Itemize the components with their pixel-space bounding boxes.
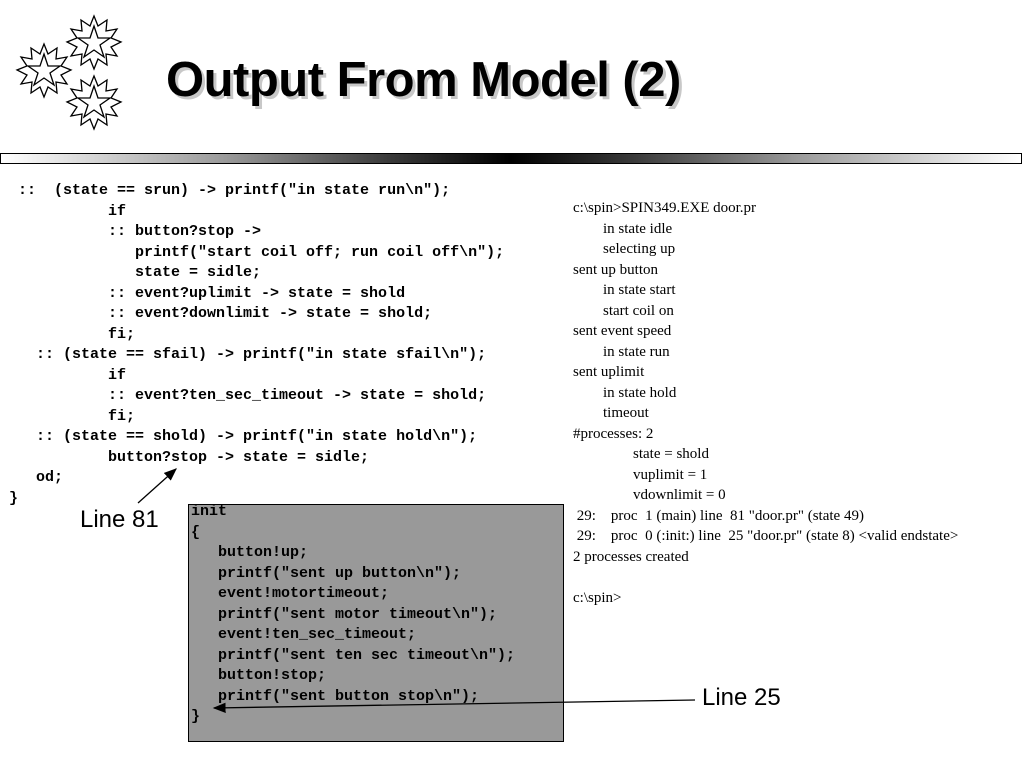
output-line: c:\spin>SPIN349.EXE door.pr xyxy=(573,200,757,216)
output-line: vuplimit = 1 xyxy=(573,466,708,483)
slide-title: Output From Model (2) xyxy=(166,53,681,107)
output-line xyxy=(573,567,1023,588)
code-line: :: (state == sfail) -> printf("in state … xyxy=(0,346,487,363)
code-line: } xyxy=(0,489,19,507)
code-line: fi; xyxy=(0,407,136,425)
init-code-line: event!ten_sec_timeout; xyxy=(191,626,417,643)
output-line: selecting up xyxy=(573,241,676,257)
init-code-line: button!stop; xyxy=(191,667,327,684)
output-line: in state start xyxy=(573,282,676,298)
code-line: printf("start coil off; run coil off\n")… xyxy=(0,243,505,261)
code-line: if xyxy=(0,366,127,384)
callout-line-25: Line 25 xyxy=(702,684,781,711)
init-code-line: event!motortimeout; xyxy=(191,585,390,602)
output-line: start coil on xyxy=(573,302,674,319)
output-line: sent event speed xyxy=(573,323,672,339)
output-line: c:\spin> xyxy=(573,589,622,606)
title-divider-bar xyxy=(0,153,1022,164)
init-code-line: printf("sent ten sec timeout\n"); xyxy=(191,646,516,664)
output-line: sent up button xyxy=(573,261,658,278)
stars-cluster-icon xyxy=(15,14,123,131)
output-line: vdownlimit = 0 xyxy=(573,487,726,503)
code-line: if xyxy=(0,202,127,220)
output-line: 29: proc 1 (main) line 81 "door.pr" (sta… xyxy=(573,507,864,524)
output-line: in state idle xyxy=(573,220,673,237)
code-line: fi; xyxy=(0,325,136,343)
init-code-line: printf("sent motor timeout\n"); xyxy=(191,605,498,623)
code-line: button?stop -> state = sidle; xyxy=(0,448,370,466)
init-code-box: init { button!up; printf("sent up button\… xyxy=(188,502,564,742)
code-line: :: event?uplimit -> state = shold xyxy=(0,284,406,302)
code-line: od; xyxy=(0,469,64,486)
callout-line-81: Line 81 xyxy=(80,506,159,533)
code-listing: :: (state == srun) -> printf("in state r… xyxy=(0,181,580,509)
init-code-line: printf("sent up button\n"); xyxy=(191,564,462,582)
output-line: in state hold xyxy=(573,384,677,401)
output-line: 29: proc 0 (:init:) line 25 "door.pr" (s… xyxy=(573,528,959,544)
init-code-listing: init { button!up; printf("sent up button\… xyxy=(191,502,515,728)
code-line: :: event?ten_sec_timeout -> state = shol… xyxy=(0,387,487,404)
output-line: #processes: 2 xyxy=(573,425,654,442)
init-code-line: { xyxy=(191,523,201,541)
code-line: :: button?stop -> xyxy=(0,223,262,240)
init-code-line: button!up; xyxy=(191,544,309,561)
output-line: state = shold xyxy=(573,446,709,462)
code-line: :: (state == srun) -> printf("in state r… xyxy=(0,182,451,199)
init-code-line: init xyxy=(191,503,228,520)
output-line: timeout xyxy=(573,405,649,421)
init-code-line: } xyxy=(191,708,201,725)
code-line: state = sidle; xyxy=(0,264,262,281)
output-line: sent uplimit xyxy=(573,364,645,380)
spin-output-listing: c:\spin>SPIN349.EXE door.pr in state idl… xyxy=(573,198,1023,608)
init-code-line: printf("sent button stop\n"); xyxy=(191,687,480,705)
output-line: in state run xyxy=(573,343,670,360)
code-line: :: event?downlimit -> state = shold; xyxy=(0,305,433,322)
output-line: 2 processes created xyxy=(573,548,689,565)
code-line: :: (state == shold) -> printf("in state … xyxy=(0,428,478,445)
